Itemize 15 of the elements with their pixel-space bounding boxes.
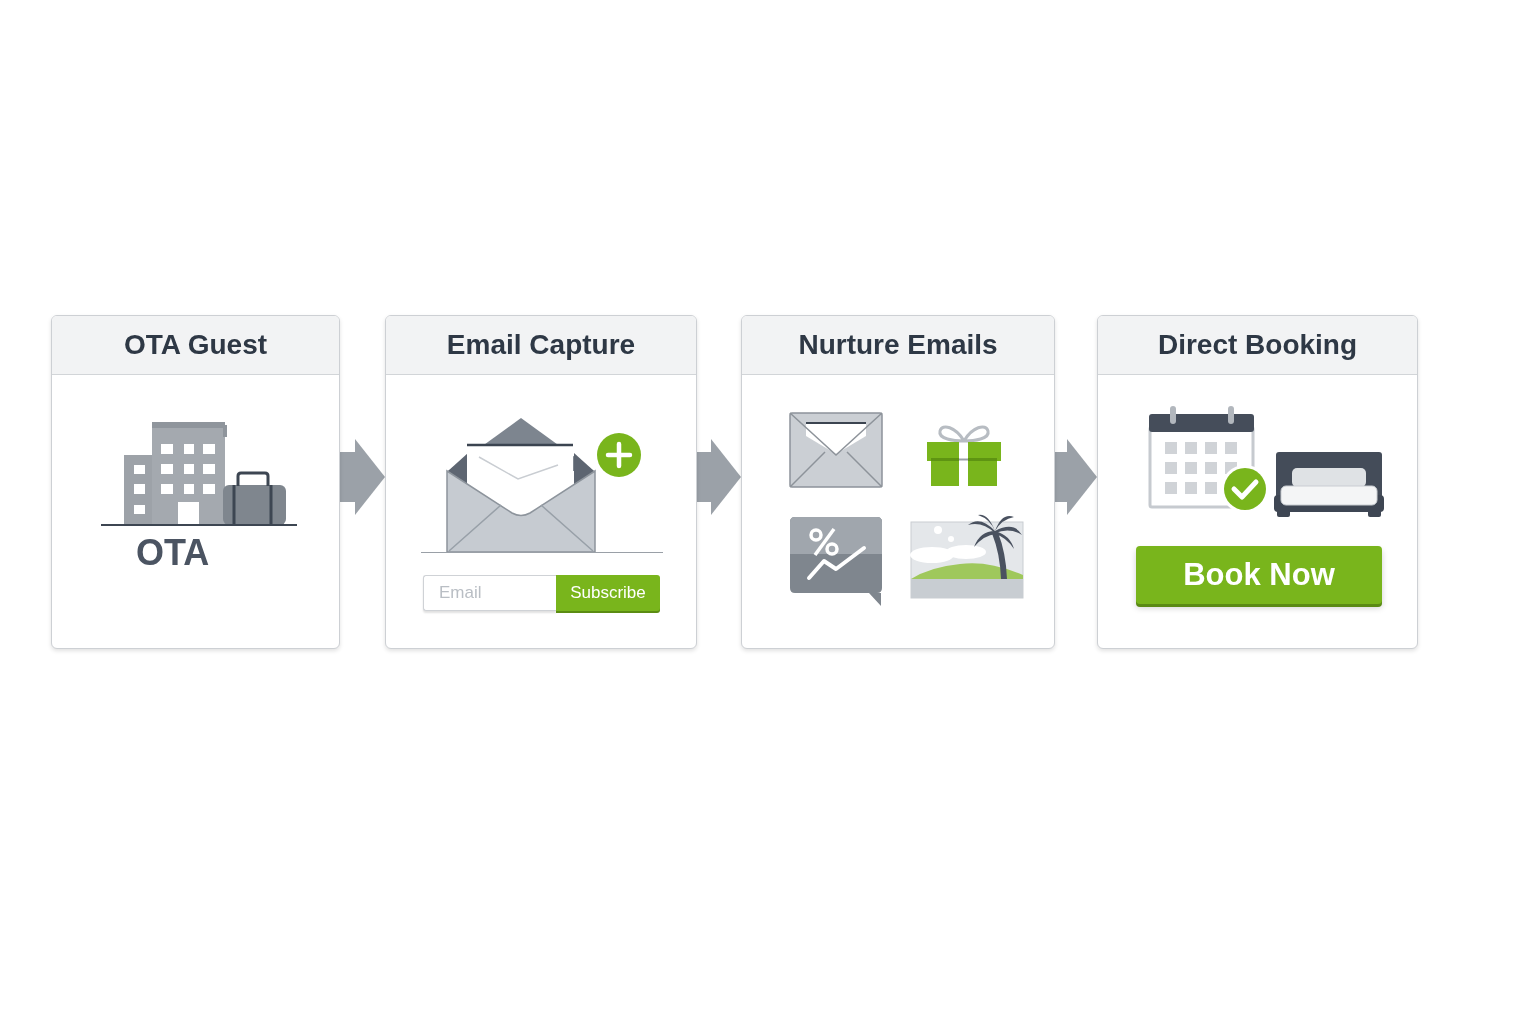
book-now-button: Book Now [1136,546,1382,604]
block-arrow [340,439,385,515]
step-panel [1097,315,1418,649]
email-input-field: Email [423,575,556,611]
step-panel [51,315,340,649]
block-arrow [697,439,741,515]
block-arrow [1055,439,1097,515]
step-panel [741,315,1055,649]
subscribe-button: Subscribe [556,575,660,611]
panel-title: Email Capture [446,328,636,362]
panel-title: OTA Guest [123,328,268,362]
panel-title: Nurture Emails [798,328,998,362]
category-label: OTA [136,532,210,574]
step-panel [385,315,697,649]
panel-title: Direct Booking [1157,328,1358,362]
